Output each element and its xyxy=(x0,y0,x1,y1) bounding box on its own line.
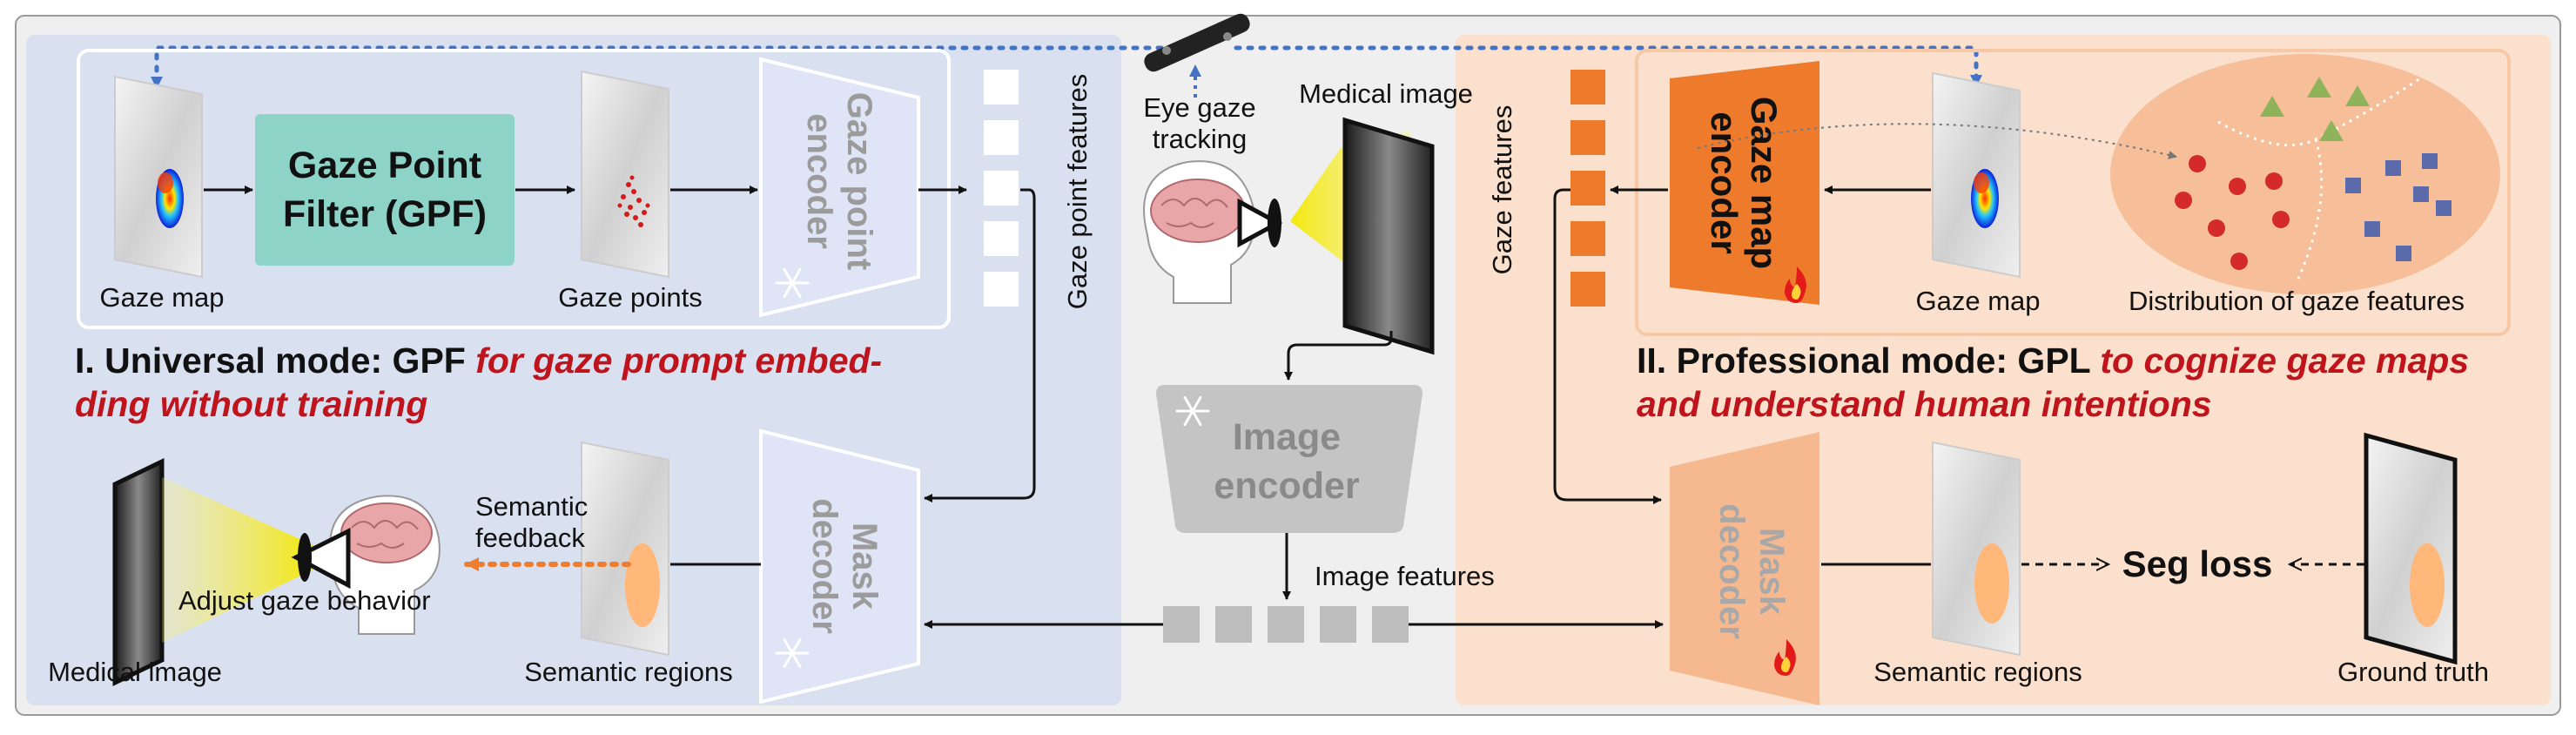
eye-gaze-line1: Eye gaze xyxy=(1143,92,1255,123)
professional-title: II. Professional mode: GPL to cognize ga… xyxy=(1637,341,2469,381)
seg-loss-label: Seg loss xyxy=(2122,543,2273,584)
ground-truth-image xyxy=(2364,432,2458,665)
gaze-map-arrow-left xyxy=(151,45,1188,90)
eye-tracker-icon xyxy=(1144,13,1250,72)
professional-title-line2: and understand human intentions xyxy=(1637,384,2212,424)
mask-decoder-professional xyxy=(1670,432,1819,705)
cluster-circles xyxy=(2175,155,2290,270)
semantic-regions-image-universal xyxy=(581,441,669,657)
ground-truth-label: Ground truth xyxy=(2337,657,2489,687)
gaze-point-encoder-line1: Gaze point xyxy=(840,92,878,270)
eye-icon xyxy=(1237,198,1283,248)
image-encoder-line1: Image xyxy=(1233,416,1341,458)
gaze-map-arrow-right xyxy=(1234,45,1982,88)
mask-decoder-universal-line1: Mask xyxy=(845,523,884,610)
universal-title: I. Universal mode: GPF for gaze prompt e… xyxy=(75,341,882,381)
adjust-gaze-label: Adjust gaze behavior xyxy=(178,585,431,616)
gaze-map-encoder xyxy=(1670,61,1819,305)
snowflake-icon xyxy=(1175,395,1210,427)
brain-icon xyxy=(329,495,441,635)
image-encoder xyxy=(1156,385,1423,533)
arrow-gazefeatures-decoder xyxy=(1553,188,1662,504)
fire-icon xyxy=(1785,266,1806,303)
gaze-point-features-label: Gaze point features xyxy=(1062,74,1093,310)
arrow-features-decoder xyxy=(924,188,1036,502)
gaze-map-encoder-line2: encoder xyxy=(1704,111,1745,253)
semantic-regions-label-universal: Semantic regions xyxy=(524,657,733,687)
gaze-points-image xyxy=(581,70,669,279)
semantic-feedback-line2: feedback xyxy=(475,523,585,553)
gpf-title-line1: Gaze Point xyxy=(288,145,481,186)
eye-icon xyxy=(291,527,351,590)
gaze-map-image xyxy=(114,75,203,279)
gaze-map-label: Gaze map xyxy=(99,282,224,313)
gaze-map-image-professional xyxy=(1932,71,2021,279)
gaze-points-label: Gaze points xyxy=(558,282,702,313)
gaze-beam-left xyxy=(162,477,313,643)
brain-icon xyxy=(1143,160,1255,304)
medical-image-label-left: Medical image xyxy=(48,657,222,687)
medical-image-label-center: Medical image xyxy=(1299,78,1473,109)
arrow-image-encoder xyxy=(1284,331,1393,381)
universal-title-line2: ding without training xyxy=(75,384,427,424)
cluster-squares xyxy=(2345,153,2452,261)
fire-icon xyxy=(1774,639,1796,676)
semantic-feedback-line1: Semantic xyxy=(475,491,588,522)
cluster-boundaries xyxy=(2217,77,2421,280)
image-features-label: Image features xyxy=(1315,561,1495,591)
distribution-label: Distribution of gaze features xyxy=(2129,286,2465,316)
gaze-point-filter-box xyxy=(255,114,515,266)
gaze-point-encoder-line2: encoder xyxy=(800,113,838,249)
chest-xray-icon xyxy=(1342,117,1435,355)
encoder-distribution-link xyxy=(1697,123,2177,159)
gpf-title-line2: Filter (GPF) xyxy=(283,193,487,235)
gaze-point-encoder xyxy=(759,57,920,318)
chest-xray-icon xyxy=(112,458,165,686)
gpl-pipeline-box xyxy=(1635,49,2511,336)
feature-distribution-cloud xyxy=(2110,54,2500,294)
gaze-features-label: Gaze features xyxy=(1487,105,1517,275)
cluster-triangles xyxy=(2260,77,2370,141)
image-feature-tokens xyxy=(1163,606,1409,643)
mask-decoder-professional-line1: Mask xyxy=(1752,528,1791,616)
mask-decoder-universal-line2: decoder xyxy=(805,498,844,634)
semantic-regions-label-professional: Semantic regions xyxy=(1873,657,2082,687)
image-encoder-line2: encoder xyxy=(1214,465,1360,507)
gaze-map-encoder-line1: Gaze map xyxy=(1744,97,1785,269)
mask-decoder-universal xyxy=(759,428,920,705)
gaze-point-feature-tokens xyxy=(984,70,1019,307)
gaze-feature-tokens xyxy=(1570,70,1605,307)
eye-gaze-line2: tracking xyxy=(1153,124,1248,154)
snowflake-icon xyxy=(775,637,810,669)
semantic-regions-image-professional xyxy=(1932,441,2021,657)
gaze-map-label-professional: Gaze map xyxy=(1915,286,2040,316)
mask-decoder-professional-line2: decoder xyxy=(1712,503,1751,639)
snowflake-icon xyxy=(775,267,810,299)
